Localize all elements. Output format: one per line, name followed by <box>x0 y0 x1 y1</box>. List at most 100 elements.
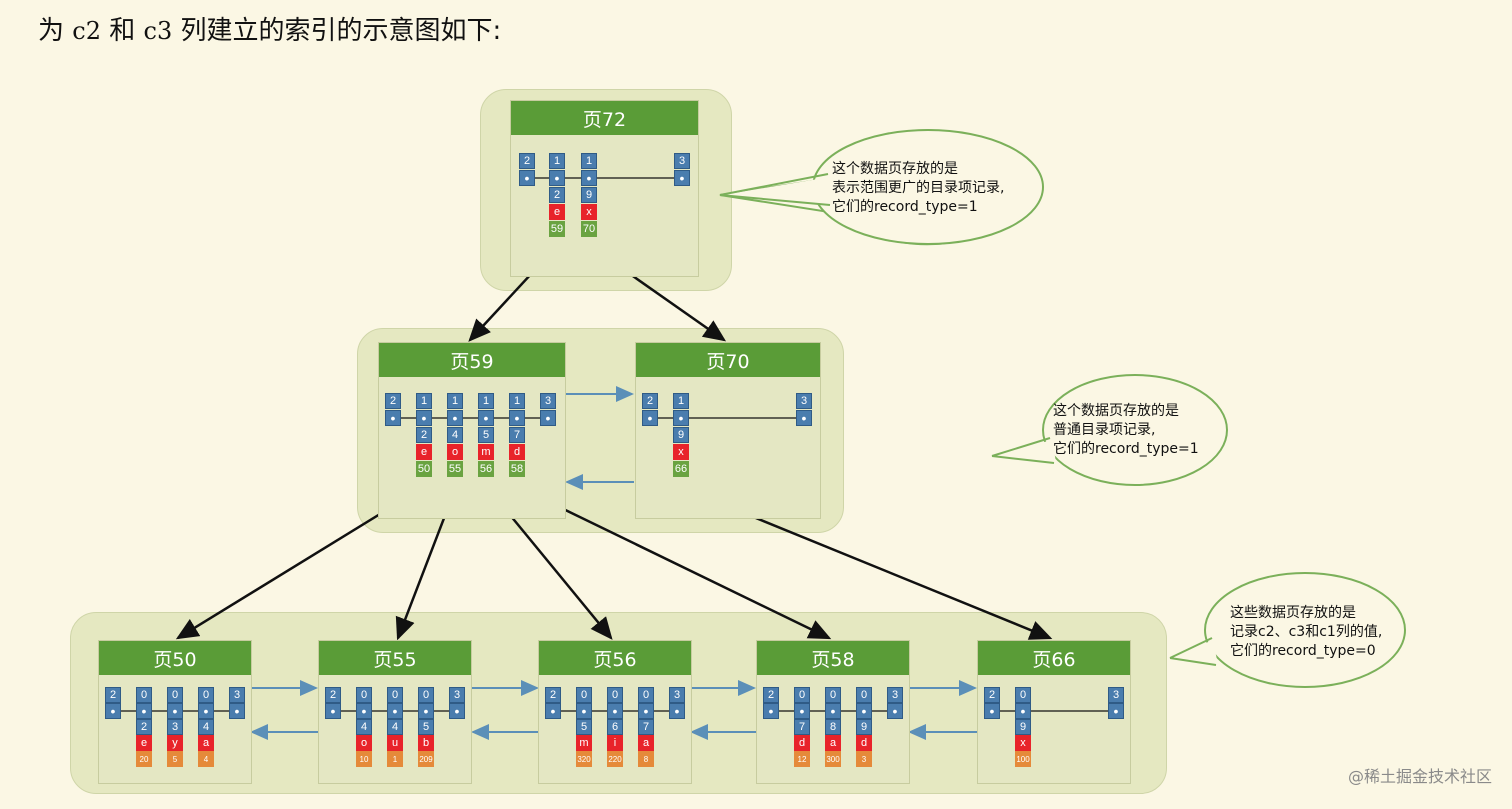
heading-text-1: 为 <box>38 16 73 46</box>
c3-cell: x <box>581 204 597 220</box>
bubble-middle-line-1: 这个数据页存放的是 <box>1053 403 1179 419</box>
record-type-cell: 0 <box>167 687 183 703</box>
next-pointer-cell: • <box>607 703 623 719</box>
c3-cell: a <box>638 735 654 751</box>
c2-cell: 8 <box>825 719 841 735</box>
page-pointer-cell: 66 <box>673 461 689 477</box>
page-title: 页58 <box>757 641 909 675</box>
heading-text-2: 和 <box>100 16 144 46</box>
record-type-cell: 0 <box>607 687 623 703</box>
page-title: 页66 <box>978 641 1130 675</box>
page-pointer-cell: 70 <box>581 221 597 237</box>
c1-cell: 220 <box>607 751 623 767</box>
next-pointer-cell: • <box>356 703 372 719</box>
c3-cell: y <box>167 735 183 751</box>
c2-cell: 2 <box>136 719 152 735</box>
c2-cell: 4 <box>387 719 403 735</box>
record-type-cell: 3 <box>674 153 690 169</box>
c2-cell: 4 <box>447 427 463 443</box>
next-pointer-cell: • <box>549 170 565 186</box>
record-links <box>395 417 544 419</box>
page-title: 页70 <box>636 343 820 377</box>
c2-cell: 4 <box>198 719 214 735</box>
next-pointer-cell: • <box>856 703 872 719</box>
page-pointer-cell: 58 <box>509 461 525 477</box>
next-pointer-cell: • <box>1015 703 1031 719</box>
c2-cell: 7 <box>509 427 525 443</box>
next-pointer-cell: • <box>576 703 592 719</box>
c2-cell: 4 <box>356 719 372 735</box>
next-pointer-cell: • <box>105 703 121 719</box>
bubble-bottom-line-1: 这些数据页存放的是 <box>1230 605 1356 621</box>
c2-cell: 9 <box>673 427 689 443</box>
record-type-cell: 1 <box>447 393 463 409</box>
bubble-bottom-line-3: 它们的record_type=0 <box>1230 643 1376 659</box>
record-type-cell: 0 <box>418 687 434 703</box>
bubble-top-line-1: 这个数据页存放的是 <box>832 161 958 177</box>
watermark: @稀土掘金技术社区 <box>1347 767 1492 786</box>
heading-c2: c2 <box>72 17 101 45</box>
c3-cell: d <box>856 735 872 751</box>
page-pointer-cell: 55 <box>447 461 463 477</box>
next-pointer-cell: • <box>825 703 841 719</box>
record-type-cell: 1 <box>549 153 565 169</box>
record-type-cell: 0 <box>825 687 841 703</box>
next-pointer-cell: • <box>540 410 556 426</box>
c1-cell: 20 <box>136 751 152 767</box>
record-type-cell: 0 <box>136 687 152 703</box>
record-type-cell: 2 <box>385 393 401 409</box>
heading-c3: c3 <box>143 17 173 45</box>
c2-cell: 2 <box>416 427 432 443</box>
record-type-cell: 2 <box>545 687 561 703</box>
record-type-cell: 2 <box>763 687 779 703</box>
next-pointer-cell: • <box>387 703 403 719</box>
next-pointer-cell: • <box>447 410 463 426</box>
record-links <box>529 177 678 179</box>
next-pointer-cell: • <box>519 170 535 186</box>
next-pointer-cell: • <box>794 703 810 719</box>
next-pointer-cell: • <box>167 703 183 719</box>
record-type-cell: 2 <box>984 687 1000 703</box>
record-type-cell: 3 <box>796 393 812 409</box>
c3-cell: i <box>607 735 623 751</box>
next-pointer-cell: • <box>229 703 245 719</box>
c3-cell: e <box>549 204 565 220</box>
record-type-cell: 3 <box>887 687 903 703</box>
page-title: 页59 <box>379 343 565 377</box>
record-type-cell: 1 <box>581 153 597 169</box>
next-pointer-cell: • <box>136 703 152 719</box>
c2-cell: 5 <box>576 719 592 735</box>
next-pointer-cell: • <box>449 703 465 719</box>
next-pointer-cell: • <box>418 703 434 719</box>
next-pointer-cell: • <box>674 170 690 186</box>
record-type-cell: 2 <box>519 153 535 169</box>
next-pointer-cell: • <box>796 410 812 426</box>
c3-cell: x <box>1015 735 1031 751</box>
next-pointer-cell: • <box>545 703 561 719</box>
bubble-top-line-2: 表示范围更广的目录项记录, <box>832 180 1005 196</box>
next-pointer-cell: • <box>984 703 1000 719</box>
next-pointer-cell: • <box>325 703 341 719</box>
c2-cell: 9 <box>856 719 872 735</box>
c1-cell: 10 <box>356 751 372 767</box>
next-pointer-cell: • <box>385 410 401 426</box>
record-type-cell: 0 <box>198 687 214 703</box>
record-type-cell: 0 <box>356 687 372 703</box>
c3-cell: o <box>356 735 372 751</box>
c1-cell: 8 <box>638 751 654 767</box>
record-type-cell: 3 <box>540 393 556 409</box>
page-title: 页50 <box>99 641 251 675</box>
c2-cell: 7 <box>794 719 810 735</box>
record-type-cell: 0 <box>638 687 654 703</box>
record-type-cell: 0 <box>794 687 810 703</box>
c3-cell: a <box>198 735 214 751</box>
c1-cell: 12 <box>794 751 810 767</box>
c1-cell: 4 <box>198 751 214 767</box>
record-type-cell: 3 <box>449 687 465 703</box>
c1-cell: 209 <box>418 751 434 767</box>
record-type-cell: 3 <box>669 687 685 703</box>
